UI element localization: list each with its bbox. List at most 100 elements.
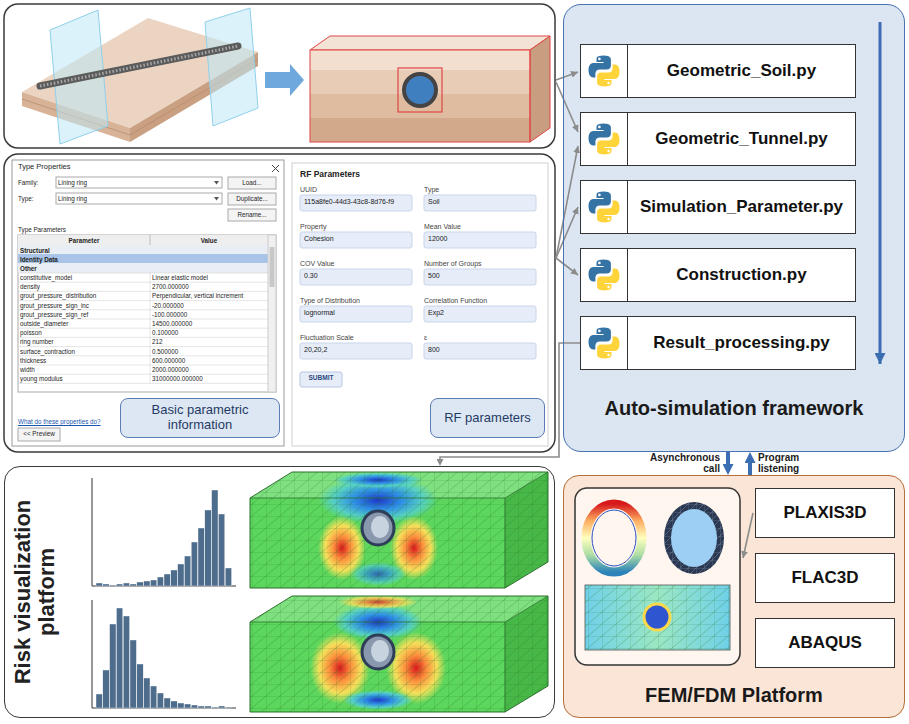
script-box: Result_processing.py bbox=[580, 316, 856, 370]
input-arrow bbox=[556, 207, 578, 258]
framework-ground bbox=[563, 4, 905, 452]
form-text: Number of Groups bbox=[424, 260, 482, 268]
geometry-panel bbox=[310, 118, 530, 142]
histogram-chart bbox=[137, 582, 143, 586]
histogram-chart bbox=[198, 706, 204, 708]
parameter-panel bbox=[4, 154, 555, 452]
parameter-panel bbox=[268, 235, 276, 392]
parameter-panel bbox=[18, 235, 268, 245]
python-logo bbox=[587, 122, 621, 156]
geometry-panel bbox=[398, 68, 442, 112]
form-text: SUBMIT bbox=[300, 374, 342, 381]
input-arrow bbox=[556, 72, 578, 275]
parameter-panel bbox=[12, 160, 284, 446]
parameter-panel bbox=[4, 154, 555, 452]
form-text: 12000 bbox=[428, 235, 447, 243]
histogram-chart bbox=[137, 664, 143, 708]
panel-title: Auto-simulation framework bbox=[564, 397, 904, 420]
geometry-panel bbox=[4, 4, 555, 148]
parameter-panel bbox=[424, 343, 536, 359]
parameter-panel bbox=[300, 232, 412, 248]
histogram-chart bbox=[96, 490, 232, 708]
parameter-panel bbox=[272, 165, 279, 172]
parameter-panel bbox=[424, 195, 536, 211]
mesh-contour bbox=[371, 640, 389, 662]
histogram-chart bbox=[92, 478, 236, 708]
dialog-text: Perpendicular, vertical increment bbox=[152, 292, 243, 299]
parameter-panel bbox=[18, 254, 268, 263]
parameter-panel bbox=[18, 273, 268, 383]
histogram-chart bbox=[116, 584, 122, 586]
mesh-contour bbox=[250, 595, 548, 712]
mesh-contour bbox=[250, 596, 548, 622]
framework-panel: Auto-simulation framework Geometric_Soil.… bbox=[563, 4, 905, 452]
script-name: Result_processing.py bbox=[628, 333, 855, 353]
dialog-text: Type Parameters bbox=[18, 226, 66, 233]
fem-ground bbox=[585, 585, 730, 650]
histogram-chart bbox=[144, 678, 150, 708]
dialog-text: 2700.000000 bbox=[152, 283, 189, 290]
histogram-chart bbox=[144, 581, 150, 586]
histogram-chart bbox=[110, 585, 116, 586]
form-text: 115a8fe0-44d3-43c8-8d76-f9 bbox=[304, 198, 394, 206]
histogram-chart bbox=[96, 583, 102, 586]
histogram-chart bbox=[157, 577, 163, 586]
parameter-panel bbox=[300, 195, 412, 211]
input-arrow bbox=[556, 72, 578, 80]
histogram-chart bbox=[225, 707, 231, 708]
edge-label: Program listening bbox=[758, 453, 834, 474]
fem-ground bbox=[743, 513, 753, 558]
form-window: RF ParametersUUID115a8fe0-44d3-43c8-8d76… bbox=[292, 163, 548, 446]
platform-panel: FEM/FDM PlatformPLAXIS3DFLAC3DABAQUS bbox=[563, 475, 905, 718]
input-arrow bbox=[556, 146, 578, 258]
dialog-text: Linear elastic model bbox=[152, 274, 208, 281]
parameter-panel bbox=[150, 273, 151, 383]
form-text: 0.30 bbox=[304, 272, 318, 280]
parameter-panel bbox=[292, 163, 548, 446]
python-logo bbox=[589, 56, 620, 87]
parameter-panel bbox=[424, 232, 536, 248]
parameter-panel bbox=[424, 306, 536, 322]
geometry-panel bbox=[40, 46, 238, 86]
form-text: Soil bbox=[428, 198, 440, 206]
fem-ground bbox=[592, 510, 636, 566]
caption-text: Basic parametric information bbox=[127, 403, 273, 433]
script-name: Geometric_Soil.py bbox=[628, 61, 855, 81]
parameter-panel bbox=[300, 343, 412, 359]
histogram-chart bbox=[191, 542, 197, 586]
histogram-chart bbox=[150, 580, 156, 586]
histogram-chart bbox=[198, 528, 204, 586]
script-name: Construction.py bbox=[628, 265, 855, 285]
fem-ground bbox=[563, 475, 905, 718]
software-name: ABAQUS bbox=[756, 633, 894, 653]
fem-ground bbox=[664, 502, 724, 574]
histogram-chart bbox=[212, 707, 218, 708]
parameter-panel bbox=[228, 177, 276, 189]
mesh-contour bbox=[505, 498, 506, 588]
histogram-chart bbox=[116, 608, 122, 708]
mesh-contour bbox=[250, 472, 548, 588]
dialog-text: width bbox=[20, 366, 35, 373]
parameter-panel bbox=[214, 181, 219, 185]
dialog-text: Load... bbox=[228, 179, 276, 186]
histogram-chart bbox=[171, 570, 177, 586]
script-box: Geometric_Tunnel.py bbox=[580, 112, 856, 166]
fem-ground bbox=[644, 604, 670, 630]
dialog-window: Type PropertiesFamily:Lining ringLoad...… bbox=[12, 160, 284, 446]
mesh-contour bbox=[362, 511, 394, 545]
edge-label: Asynchronous call bbox=[636, 453, 720, 474]
dialog-text: outside_diameter bbox=[20, 320, 68, 327]
mesh-contour bbox=[250, 472, 548, 588]
caption-text: RF parameters bbox=[444, 411, 531, 426]
form-text: Type bbox=[424, 186, 439, 194]
dialog-text: grout_pressure_sign_ref bbox=[20, 311, 88, 318]
histogram-chart bbox=[130, 640, 136, 708]
mesh-contour bbox=[250, 472, 548, 588]
form-text: Mean Value bbox=[424, 223, 461, 231]
parameter-panel bbox=[300, 195, 536, 359]
histogram-chart bbox=[123, 583, 129, 586]
python-logo bbox=[587, 54, 621, 88]
fem-ground bbox=[671, 509, 717, 567]
dialog-text: Type: bbox=[18, 195, 33, 202]
dialog-text: 2000.000000 bbox=[152, 366, 189, 373]
